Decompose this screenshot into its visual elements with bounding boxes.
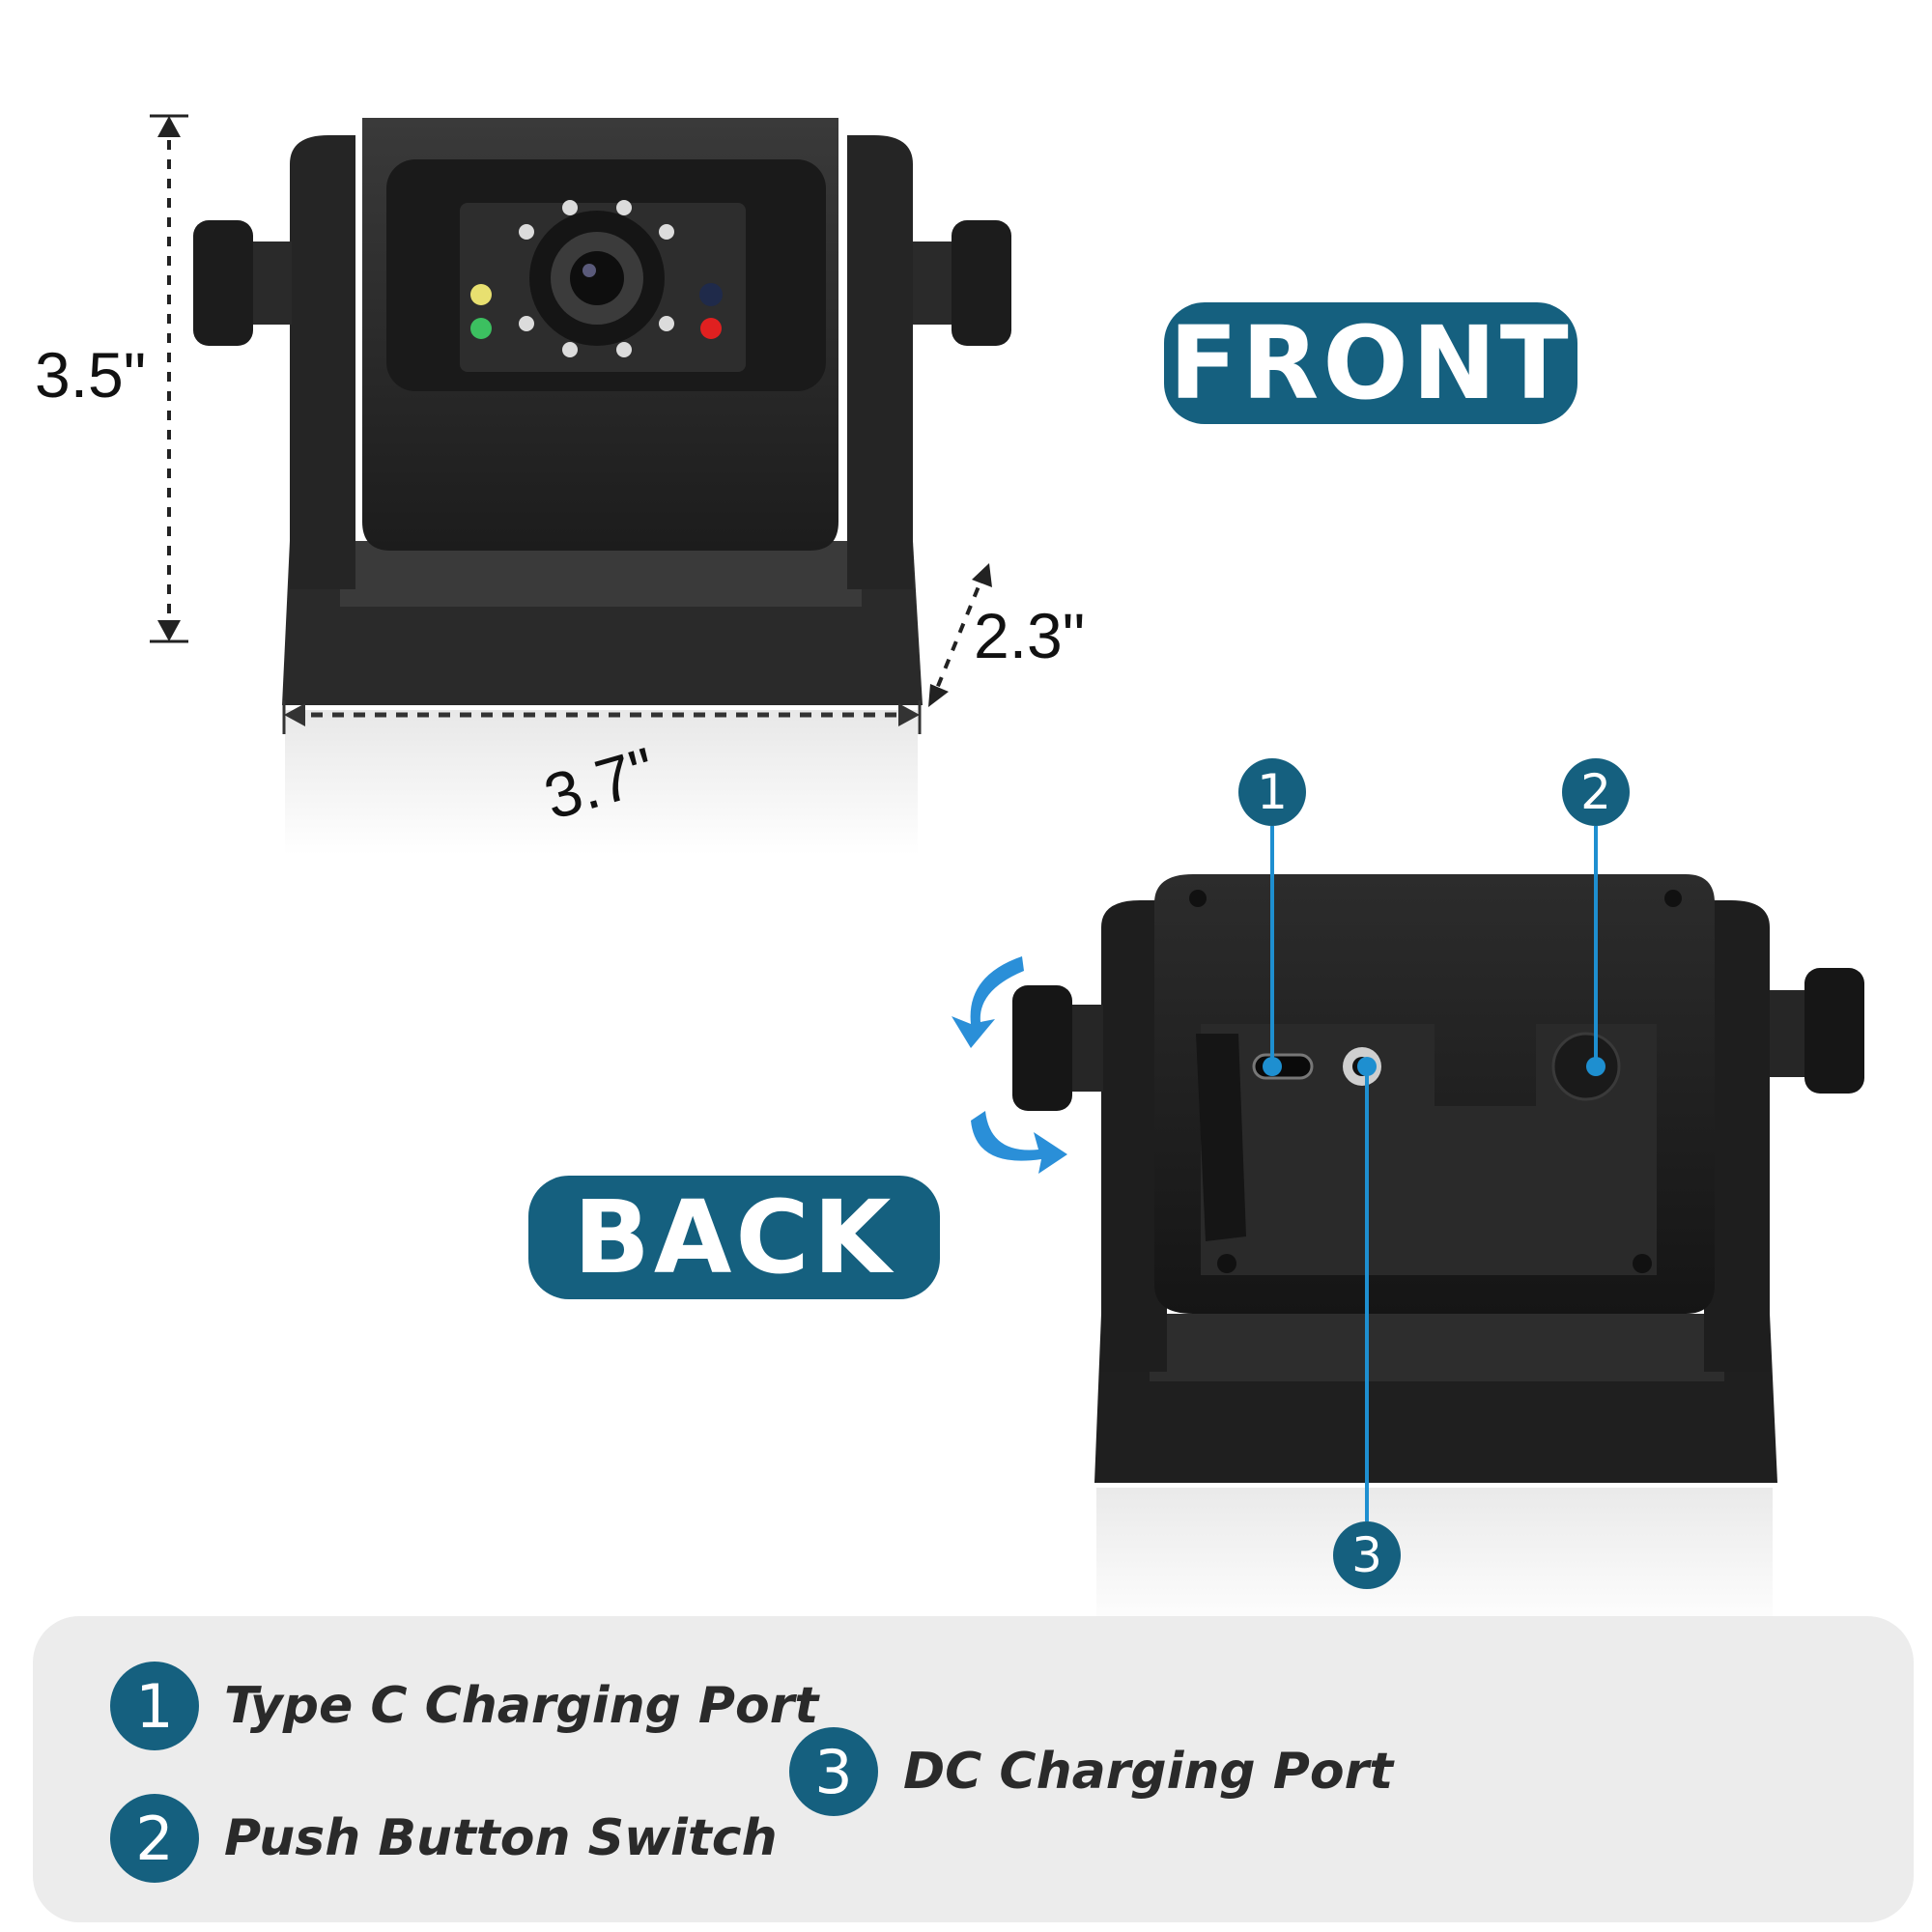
back-label: BACK (528, 1176, 940, 1299)
legend-text: Push Button Switch (224, 1809, 778, 1867)
legend-panel: 1 Type C Charging Port 2 Push Button Swi… (33, 1616, 1914, 1922)
callout-2: 2 (1562, 758, 1630, 826)
front-label: FRONT (1164, 302, 1577, 424)
legend-number: 3 (789, 1727, 878, 1816)
legend-item-push-button: 2 Push Button Switch (110, 1794, 778, 1883)
height-dimension: 3.5" (35, 339, 147, 411)
callout-3: 3 (1333, 1521, 1401, 1589)
callout-1: 1 (1238, 758, 1306, 826)
rotate-arrows-icon (952, 956, 1067, 1174)
legend-number: 2 (110, 1794, 199, 1883)
legend-text: Type C Charging Port (224, 1677, 819, 1735)
legend-number: 1 (110, 1662, 199, 1750)
legend-text: DC Charging Port (903, 1743, 1394, 1801)
legend-item-dc-port: 3 DC Charging Port (789, 1727, 1393, 1816)
front-camera (150, 114, 1011, 855)
legend-item-type-c: 1 Type C Charging Port (110, 1662, 818, 1750)
depth-dimension: 2.3" (974, 600, 1086, 671)
back-camera (1012, 826, 1864, 1633)
